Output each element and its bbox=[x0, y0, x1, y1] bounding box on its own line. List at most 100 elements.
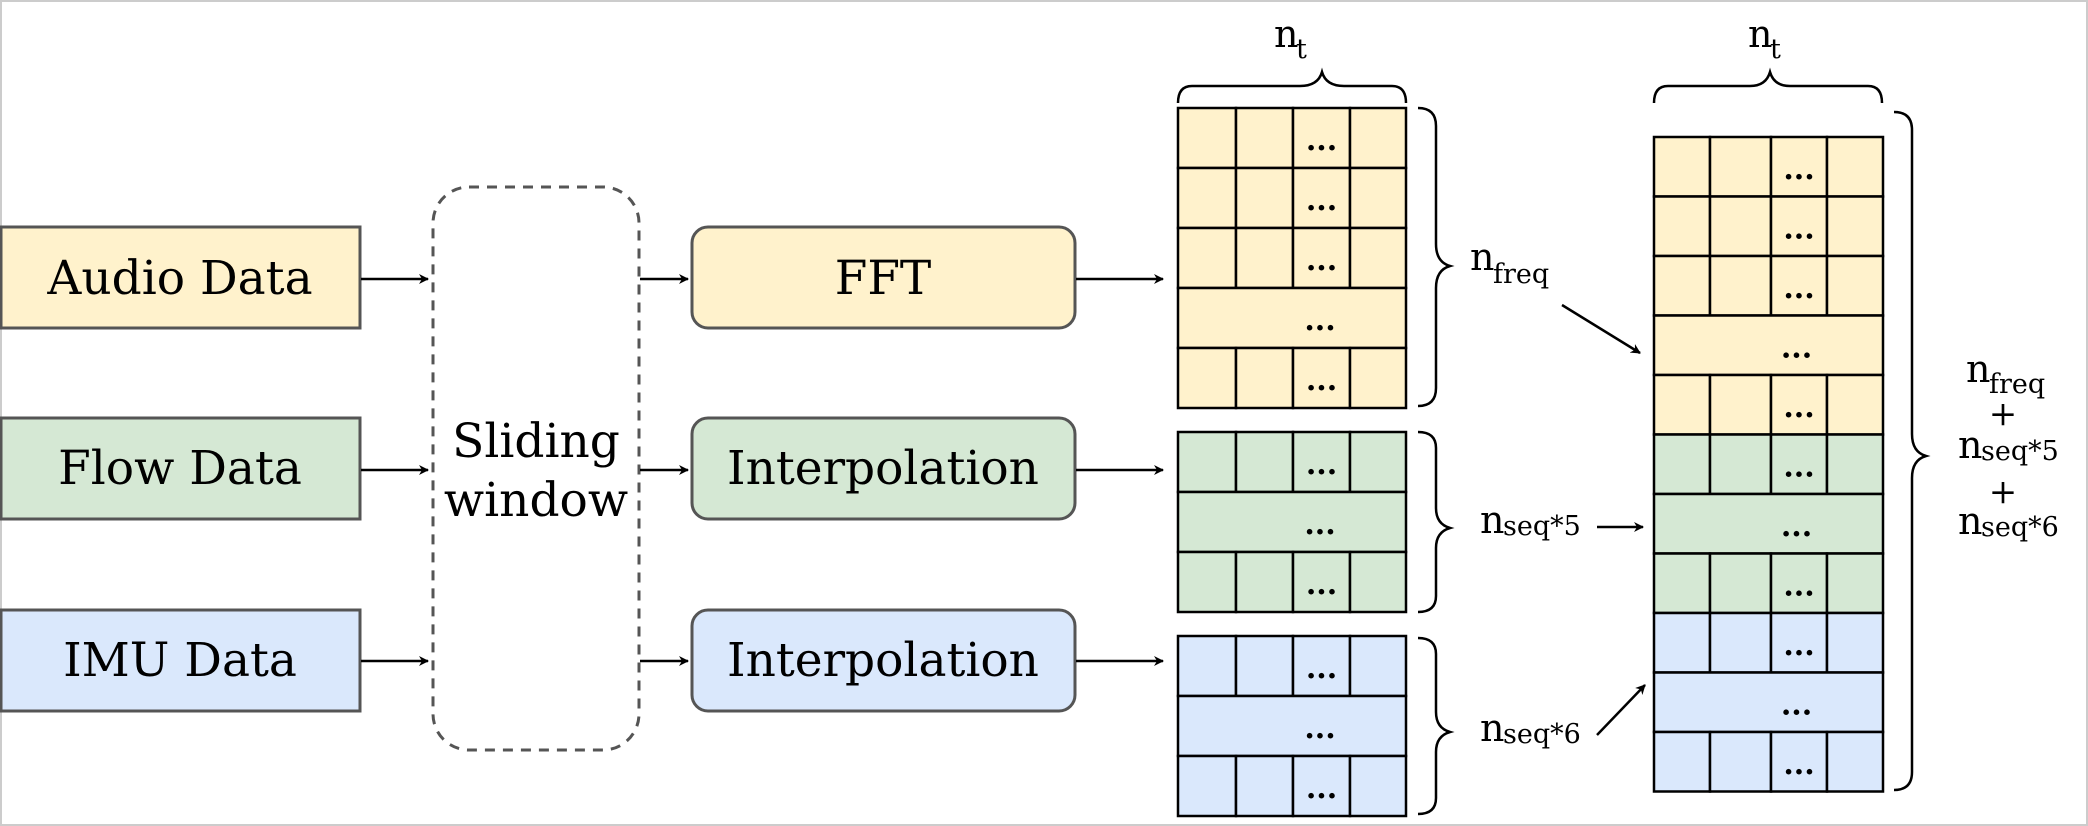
ellipsis-mark: ... bbox=[1783, 628, 1814, 663]
matrix-cell bbox=[1291, 550, 1352, 614]
matrix-row: ... bbox=[1652, 611, 1885, 674]
ellipsis-mark: ... bbox=[1783, 747, 1814, 782]
label-nt-combined-n: n bbox=[1748, 12, 1772, 56]
matrix-cell bbox=[1176, 346, 1238, 410]
label-nfreq-sub: freq bbox=[1493, 259, 1549, 290]
matrix-cell bbox=[1176, 634, 1238, 698]
matrix-row: ... bbox=[1652, 373, 1885, 436]
matrix-row: ... bbox=[1176, 694, 1408, 758]
matrix-row: ... bbox=[1176, 550, 1408, 614]
matrix-row: ... bbox=[1176, 106, 1408, 170]
label-total-plus-2: + bbox=[1989, 472, 2018, 512]
matrix-cell bbox=[1234, 754, 1295, 818]
label-total-nseq5-n: n bbox=[1958, 423, 1982, 467]
matrix-cell bbox=[1234, 106, 1295, 170]
label-nfreq-n: n bbox=[1470, 235, 1494, 279]
flow-data-label: Flow Data bbox=[58, 441, 302, 496]
matrix-cell bbox=[1825, 433, 1885, 496]
matrix-cell bbox=[1708, 373, 1773, 436]
matrix-cell bbox=[1652, 552, 1712, 615]
label-nseq6-n: n bbox=[1480, 706, 1504, 750]
matrix-cell bbox=[1825, 611, 1885, 674]
matrix-cell bbox=[1176, 166, 1238, 230]
matrix-merged-cell bbox=[1176, 490, 1408, 554]
ellipsis-mark: ... bbox=[1783, 568, 1814, 603]
matrix-cell bbox=[1769, 730, 1829, 793]
interpolation-imu-box: Interpolation bbox=[690, 608, 1077, 713]
matrix-merged-cell bbox=[1652, 671, 1885, 734]
ellipsis-mark: ... bbox=[1781, 687, 1812, 722]
audio-data-label: Audio Data bbox=[46, 251, 312, 306]
matrix-cell bbox=[1825, 195, 1885, 258]
matrix-cell bbox=[1825, 373, 1885, 436]
brace-right-audio bbox=[1417, 106, 1455, 408]
matrix-row: ... bbox=[1652, 195, 1885, 258]
matrix-merged-cell bbox=[1176, 694, 1408, 758]
interpolation-flow-label: Interpolation bbox=[727, 441, 1039, 496]
ellipsis-mark: ... bbox=[1306, 447, 1337, 482]
matrix-cell bbox=[1708, 433, 1773, 496]
matrix-row: ... bbox=[1652, 492, 1885, 555]
label-nt-small-n: n bbox=[1274, 12, 1298, 56]
ellipsis-mark: ... bbox=[1306, 651, 1337, 686]
matrix-row: ... bbox=[1176, 430, 1408, 494]
matrix-cell bbox=[1291, 346, 1352, 410]
matrix-cell bbox=[1234, 634, 1295, 698]
matrix-row: ... bbox=[1652, 730, 1885, 793]
matrix-cell bbox=[1652, 433, 1712, 496]
flow-data-box: Flow Data bbox=[0, 416, 362, 521]
label-total-nseq5-sub: seq*5 bbox=[1981, 436, 2059, 467]
flow-matrix: ......... bbox=[1176, 430, 1408, 614]
matrix-cell bbox=[1652, 254, 1712, 317]
arrows bbox=[361, 274, 1646, 736]
label-total-nseq6-sub: seq*6 bbox=[1981, 512, 2059, 543]
matrix-cell bbox=[1348, 106, 1408, 170]
ellipsis-mark: ... bbox=[1304, 507, 1335, 542]
ellipsis-mark: ... bbox=[1783, 152, 1814, 187]
ellipsis-mark: ... bbox=[1304, 303, 1335, 338]
combined-matrix: ................................. bbox=[1652, 135, 1885, 793]
ellipsis-mark: ... bbox=[1306, 243, 1337, 278]
label-total-nfreq-sub: freq bbox=[1989, 369, 2045, 400]
matrix-row: ... bbox=[1652, 671, 1885, 734]
label-nt-small-sub: t bbox=[1296, 34, 1307, 65]
imu-matrix: ......... bbox=[1176, 634, 1408, 818]
sliding-window-box: Sliding window bbox=[431, 185, 641, 752]
matrix-cell bbox=[1708, 135, 1773, 198]
matrix-cell bbox=[1825, 552, 1885, 615]
label-total-plus-1: + bbox=[1989, 394, 2018, 434]
matrix-cell bbox=[1176, 430, 1238, 494]
matrix-cell bbox=[1348, 166, 1408, 230]
matrix-merged-cell bbox=[1652, 492, 1885, 555]
ellipsis-mark: ... bbox=[1304, 711, 1335, 746]
brace-right-combined bbox=[1893, 110, 1931, 792]
matrix-cell bbox=[1348, 430, 1408, 494]
sliding-window-label-line1: Sliding bbox=[452, 414, 620, 469]
matrix-cell bbox=[1652, 195, 1712, 258]
interpolation-imu-label: Interpolation bbox=[727, 633, 1039, 688]
label-nseq5-sub: seq*5 bbox=[1503, 511, 1581, 542]
matrix-cell bbox=[1291, 166, 1352, 230]
matrix-cell bbox=[1825, 730, 1885, 793]
brace-right-flow bbox=[1417, 430, 1455, 614]
matrix-row: ... bbox=[1652, 135, 1885, 198]
matrix-row: ... bbox=[1652, 433, 1885, 496]
matrix-cell bbox=[1708, 195, 1773, 258]
brace-right-imu bbox=[1417, 636, 1455, 816]
matrix-cell bbox=[1708, 611, 1773, 674]
label-total-nseq6-n: n bbox=[1958, 499, 1982, 543]
brace-top-combined bbox=[1652, 67, 1884, 104]
matrix-row: ... bbox=[1176, 286, 1408, 350]
ellipsis-mark: ... bbox=[1783, 211, 1814, 246]
matrix-cell bbox=[1708, 552, 1773, 615]
label-nseq6: n seq*6 bbox=[1480, 706, 1581, 750]
ellipsis-mark: ... bbox=[1781, 509, 1812, 544]
matrix-cell bbox=[1825, 254, 1885, 317]
matrix-merged-cell bbox=[1176, 286, 1408, 350]
label-nseq6-sub: seq*6 bbox=[1503, 719, 1581, 750]
matrix-merged-cell bbox=[1652, 314, 1885, 377]
ellipsis-mark: ... bbox=[1306, 567, 1337, 602]
arrow-nfreq-to-combined bbox=[1561, 303, 1641, 355]
brace-top-small bbox=[1176, 67, 1408, 104]
